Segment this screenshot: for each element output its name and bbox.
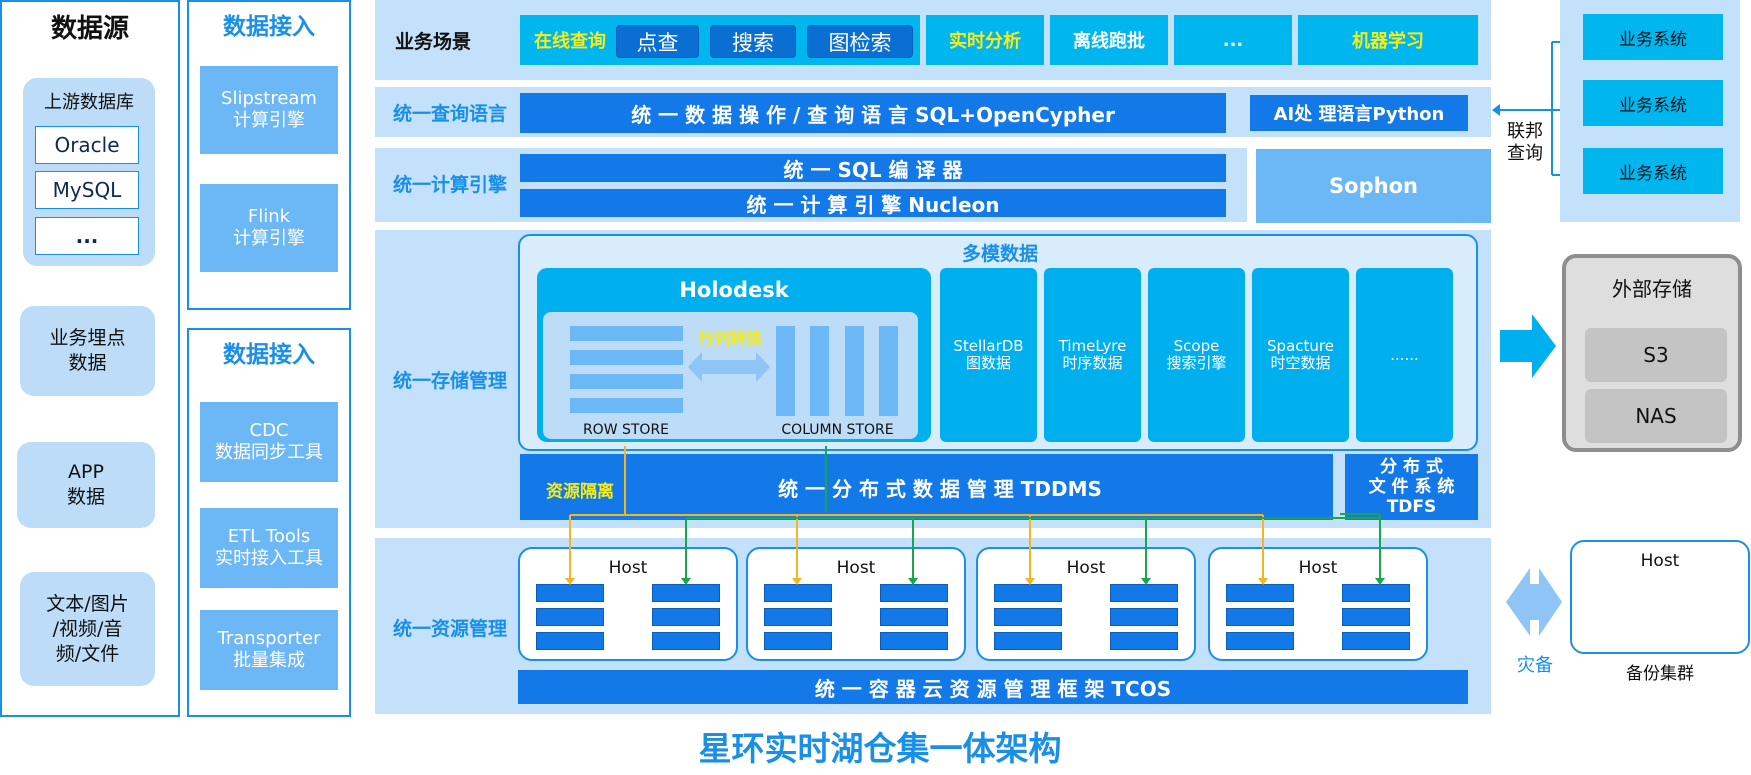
host-disk-bar: [652, 632, 720, 650]
column-store-bar: [776, 326, 795, 416]
host-label: Host: [836, 558, 876, 578]
host-disk-bar: [1110, 608, 1178, 626]
host-disk-bar: [1226, 608, 1294, 626]
more-scenarios: ...: [1174, 15, 1292, 65]
host-disk-bar: [880, 632, 948, 650]
host-label: Host: [1066, 558, 1106, 578]
holodesk-title: Holodesk: [679, 278, 789, 302]
graph-search-pill: 图检索: [807, 25, 913, 58]
host-disk-bar: [1342, 632, 1410, 650]
row-store-bar: [570, 350, 683, 365]
host-disk-bar: [1342, 608, 1410, 626]
nas-box: NAS: [1585, 389, 1727, 443]
backup-cluster-label: 备份集群: [1626, 663, 1694, 684]
row-store-bar: [570, 398, 683, 413]
architecture-title: 星环实时湖仓集一体架构: [698, 729, 1062, 768]
host-label: Host: [608, 558, 648, 578]
nucleon-engine-box: 统 一 计 算 引 擎 Nucleon: [520, 189, 1226, 217]
host-disk-bar: [536, 632, 604, 650]
timelyre-box: TimeLyre 时序数据: [1044, 268, 1141, 442]
biz-system-box: 业务系统: [1583, 14, 1723, 60]
transporter-card: Transporter 批量集成: [200, 610, 338, 690]
resource-label: 统一资源管理: [392, 617, 507, 640]
cdc-card: CDC 数据同步工具: [200, 402, 338, 482]
spacture-box: Spacture 时空数据: [1252, 268, 1349, 442]
host-disk-bar: [994, 584, 1062, 602]
search-pill: 搜索: [710, 25, 796, 58]
sql-compiler-box: 统 一 SQL 编 译 器: [520, 154, 1226, 182]
upstream-db-mysql: MySQL: [35, 171, 139, 209]
s3-box: S3: [1585, 328, 1727, 382]
online-query-label: 在线查询: [534, 31, 606, 52]
ai-python-box: AI处 理语言Python: [1250, 95, 1468, 131]
row-store-label: ROW STORE: [582, 422, 670, 438]
backup-host-box: [1570, 540, 1750, 654]
host-disk-bar: [1342, 584, 1410, 602]
host-disk-bar: [764, 584, 832, 602]
tddms-box: [520, 454, 1333, 520]
stellardb-box: StellarDB 图数据: [940, 268, 1037, 442]
compute-label: 统一计算引擎: [392, 173, 507, 196]
row-col-convert-label: 行列转换: [697, 329, 762, 348]
tcos-box: 统 一 容 器 云 资 源 管 理 框 架 TCOS: [518, 670, 1468, 704]
realtime-analysis: 实时分析: [926, 15, 1044, 65]
biz-system-box: 业务系统: [1583, 80, 1723, 126]
host-disk-bar: [994, 608, 1062, 626]
host-disk-bar: [764, 632, 832, 650]
column-store-bar: [879, 326, 898, 416]
upstream-db-more: ...: [35, 217, 139, 255]
upstream-db-oracle: Oracle: [35, 126, 139, 164]
host-disk-bar: [1110, 584, 1178, 602]
slipstream-card: Slipstream 计算引擎: [200, 66, 338, 154]
biz-system-box: 业务系统: [1583, 148, 1723, 194]
disaster-recovery-label: 灾备: [1517, 655, 1553, 676]
host-disk-bar: [1226, 584, 1294, 602]
app-data: APP 数据: [17, 442, 155, 528]
column-store-bar: [810, 326, 829, 416]
host-disk-bar: [1110, 632, 1178, 650]
federated-query-label: 联邦 查询: [1507, 121, 1543, 164]
row-store-bar: [570, 326, 683, 341]
column-store-label: COLUMN STORE: [781, 422, 894, 438]
machine-learning: 机器学习: [1298, 15, 1478, 65]
sophon-box: Sophon: [1256, 149, 1491, 223]
storage-label: 统一存储管理: [392, 369, 507, 392]
external-storage-label: 外部存储: [1612, 276, 1692, 301]
host-disk-bar: [1226, 632, 1294, 650]
host-label: Host: [1298, 558, 1338, 578]
ingest-bottom-header: 数据接入: [223, 342, 315, 368]
resource-isolation-label: 资源隔离: [546, 481, 614, 502]
host-disk-bar: [880, 608, 948, 626]
query-lang-label: 统一查询语言: [392, 102, 507, 125]
more-models-box: ......: [1356, 268, 1453, 442]
tddms-label: 统 一 分 布 式 数 据 管 理 TDDMS: [778, 476, 1102, 501]
ingest-top-header: 数据接入: [223, 14, 315, 40]
data-source-header: 数据源: [50, 13, 129, 44]
biz-tracking-data: 业务埋点 数据: [20, 306, 155, 396]
scope-box: Scope 搜索引擎: [1148, 268, 1245, 442]
sql-opencypher-box: 统 一 数 据 操 作 / 查 询 语 言 SQL+OpenCypher: [520, 93, 1226, 133]
row-col-convert-arrow: [688, 352, 770, 382]
etl-tools-card: ETL Tools 实时接入工具: [200, 508, 338, 588]
host-disk-bar: [764, 608, 832, 626]
scenario-label: 业务场景: [394, 30, 471, 53]
multimedia-file-data: 文本/图片 /视频/音 频/文件: [20, 572, 155, 686]
offline-batch: 离线跑批: [1050, 15, 1168, 65]
tdfs-box: 分 布 式 文 件 系 统 TDFS: [1345, 454, 1478, 520]
host-disk-bar: [652, 608, 720, 626]
column-store-bar: [845, 326, 864, 416]
upstream-db-label: 上游数据库: [44, 92, 134, 113]
host-disk-bar: [880, 584, 948, 602]
backup-host-label: Host: [1640, 551, 1680, 571]
multimodel-title: 多模数据: [961, 242, 1038, 265]
row-store-bar: [570, 374, 683, 389]
host-disk-bar: [994, 632, 1062, 650]
flink-card: Flink 计算引擎: [200, 184, 338, 272]
point-lookup-pill: 点查: [616, 25, 699, 58]
host-disk-bar: [536, 608, 604, 626]
